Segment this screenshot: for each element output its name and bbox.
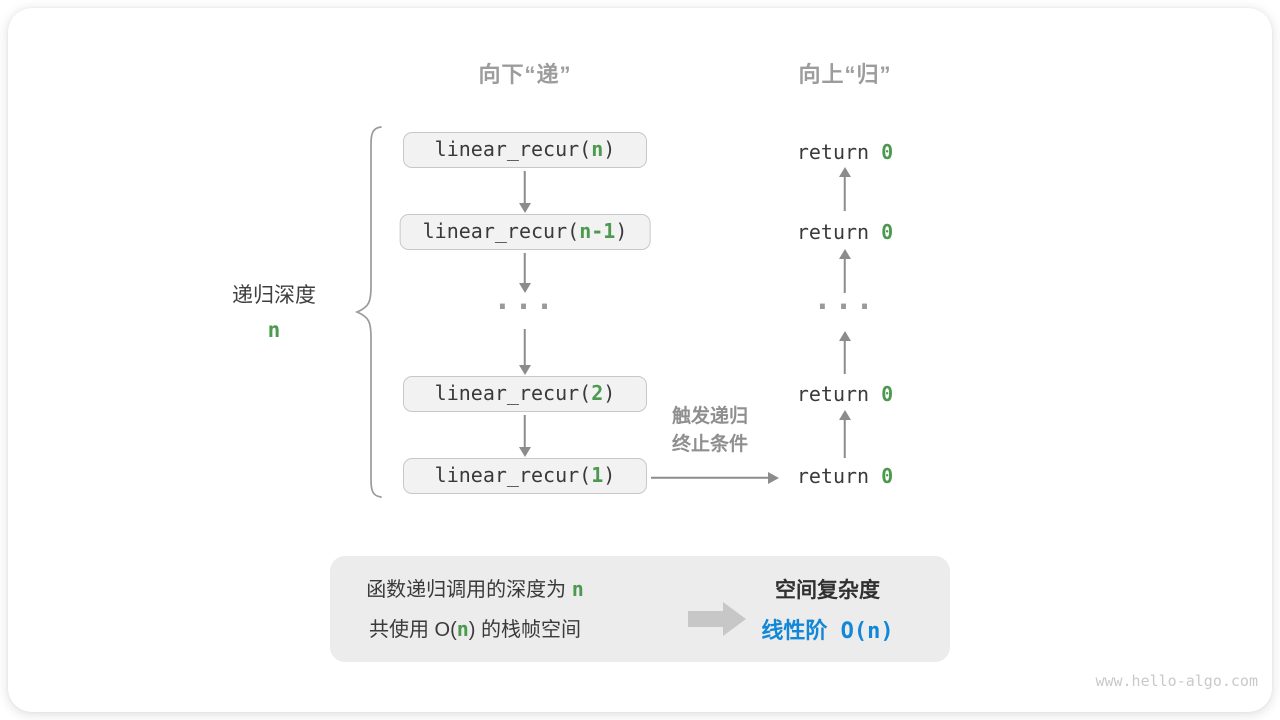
arrow-up-icon [837, 167, 852, 211]
summary-line2: 共使用 O(n) 的栈帧空间 [340, 610, 610, 650]
arrow-down-icon [517, 171, 532, 213]
base-case-line1: 触发递归 [671, 406, 748, 427]
return-ellipsis: ··· [813, 290, 877, 325]
call-code-close: ) [603, 463, 616, 487]
arrow-down-icon [517, 253, 532, 293]
call-code-close: ) [615, 219, 628, 243]
arrow-up-icon [837, 410, 852, 458]
return-keyword: return [796, 140, 882, 164]
call-code: linear_recur( [434, 463, 592, 487]
call-code: linear_recur( [434, 137, 592, 161]
return-value: 0 [881, 220, 894, 244]
summary-explanation: 函数递归调用的深度为 n 共使用 O(n) 的栈帧空间 [340, 570, 610, 650]
arrow-down-icon [517, 329, 532, 375]
call-arg: 2 [591, 381, 604, 405]
call-code-close: ) [603, 381, 616, 405]
arrow-up-icon [837, 331, 852, 374]
call-code: linear_recur( [422, 219, 580, 243]
return-keyword: return [796, 382, 882, 406]
summary-line1: 函数递归调用的深度为 n [340, 570, 610, 610]
call-stack-ellipsis: ··· [493, 290, 557, 325]
summary-line1-arg: n [571, 577, 584, 601]
call-code: linear_recur( [434, 381, 592, 405]
depth-value: n [267, 318, 281, 342]
arrow-up-icon [837, 249, 852, 293]
return-statement: return 0 [765, 219, 925, 245]
complexity-title: 空间复杂度 [775, 579, 880, 602]
summary-panel [330, 556, 950, 662]
complexity-value: 线性阶 O(n) [761, 619, 894, 644]
call-box-n-1: linear_recur(n-1) [399, 214, 651, 250]
depth-brace-icon [354, 126, 382, 498]
return-keyword: return [796, 464, 882, 488]
return-statement: return 0 [765, 381, 925, 407]
return-statement: return 0 [765, 463, 925, 489]
return-statement: return 0 [765, 139, 925, 165]
call-arg: n [591, 137, 604, 161]
summary-line2-arg: n [456, 617, 469, 641]
return-keyword: return [796, 220, 882, 244]
return-value: 0 [881, 140, 894, 164]
header-upward-return: 向上“归” [798, 62, 892, 87]
call-box-2: linear_recur(2) [403, 376, 647, 412]
return-value: 0 [881, 382, 894, 406]
summary-line2-text: 共使用 O( [368, 619, 457, 641]
return-value: 0 [881, 464, 894, 488]
arrow-down-icon [517, 415, 532, 457]
header-downward-recurse: 向下“递” [478, 62, 572, 87]
call-box-n: linear_recur(n) [403, 132, 647, 168]
call-code-close: ) [603, 137, 616, 161]
call-arg: 1 [591, 463, 604, 487]
call-arg: n-1 [579, 219, 616, 243]
depth-label: 递归深度 [232, 284, 316, 307]
summary-line2-text2: ) 的栈帧空间 [468, 619, 582, 641]
call-box-1: linear_recur(1) [403, 458, 647, 494]
base-case-label: 触发递归 终止条件 [642, 403, 778, 459]
summary-line1-text: 函数递归调用的深度为 [366, 579, 572, 601]
block-arrow-right-icon [688, 602, 746, 636]
base-case-line2: 终止条件 [671, 434, 748, 455]
arrow-right-icon [651, 470, 779, 485]
site-watermark: www.hello-algo.com [1095, 672, 1258, 690]
